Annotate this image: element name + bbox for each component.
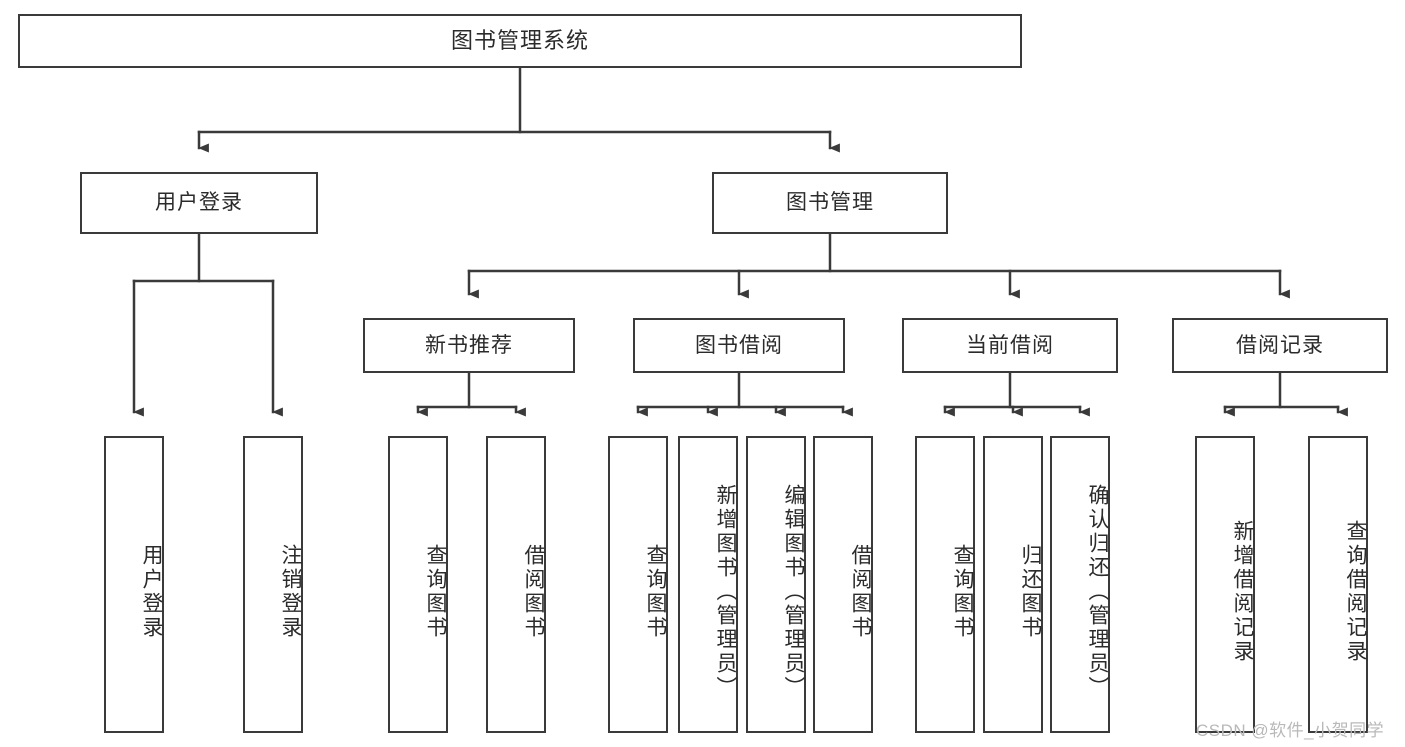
node-leaf-add-book[interactable]: 新增图书（管理员） [678, 436, 738, 733]
node-new-book-recommend[interactable]: 新书推荐 [363, 318, 575, 373]
node-leaf-query-record-label: 查询借阅记录 [1344, 519, 1367, 664]
node-leaf-query-record[interactable]: 查询借阅记录 [1308, 436, 1368, 733]
node-book-borrow-label: 图书借阅 [695, 333, 783, 357]
node-leaf-user-login[interactable]: 用户登录 [104, 436, 164, 733]
node-leaf-return-book-label: 归还图书 [1019, 543, 1042, 640]
node-root-label: 图书管理系统 [450, 27, 589, 53]
node-leaf-query-book-1-label: 查询图书 [424, 543, 447, 640]
node-leaf-add-book-label: 新增图书（管理员） [714, 483, 737, 700]
node-leaf-borrow-book-1-label: 借阅图书 [522, 543, 545, 640]
node-leaf-return-book[interactable]: 归还图书 [983, 436, 1043, 733]
node-leaf-query-book-2[interactable]: 查询图书 [608, 436, 668, 733]
node-root[interactable]: 图书管理系统 [18, 14, 1022, 68]
node-leaf-confirm-return-label: 确认归还（管理员） [1086, 483, 1109, 700]
node-leaf-user-logout[interactable]: 注销登录 [243, 436, 303, 733]
node-leaf-confirm-return[interactable]: 确认归还（管理员） [1050, 436, 1110, 733]
node-leaf-borrow-book-2[interactable]: 借阅图书 [813, 436, 873, 733]
node-leaf-edit-book[interactable]: 编辑图书（管理员） [746, 436, 806, 733]
node-leaf-edit-book-label: 编辑图书（管理员） [782, 483, 805, 700]
node-leaf-query-book-1[interactable]: 查询图书 [388, 436, 448, 733]
node-borrow-record-label: 借阅记录 [1236, 333, 1324, 357]
node-borrow-record[interactable]: 借阅记录 [1172, 318, 1388, 373]
node-new-book-recommend-label: 新书推荐 [425, 333, 513, 357]
node-leaf-user-login-label: 用户登录 [140, 543, 163, 640]
node-leaf-user-logout-label: 注销登录 [279, 543, 302, 640]
node-leaf-query-book-2-label: 查询图书 [644, 543, 667, 640]
node-leaf-add-record-label: 新增借阅记录 [1231, 519, 1254, 664]
node-leaf-query-book-3[interactable]: 查询图书 [915, 436, 975, 733]
node-current-borrow-label: 当前借阅 [966, 333, 1054, 357]
node-current-borrow[interactable]: 当前借阅 [902, 318, 1118, 373]
node-leaf-borrow-book-2-label: 借阅图书 [849, 543, 872, 640]
csdn-watermark: CSDN @软件_小贺同学 [1196, 721, 1385, 740]
node-book-management[interactable]: 图书管理 [712, 172, 948, 234]
node-user-login-label: 用户登录 [155, 191, 243, 215]
node-leaf-add-record[interactable]: 新增借阅记录 [1195, 436, 1255, 733]
node-user-login[interactable]: 用户登录 [80, 172, 318, 234]
node-book-management-label: 图书管理 [786, 191, 874, 215]
node-leaf-query-book-3-label: 查询图书 [951, 543, 974, 640]
node-book-borrow[interactable]: 图书借阅 [633, 318, 845, 373]
node-leaf-borrow-book-1[interactable]: 借阅图书 [486, 436, 546, 733]
